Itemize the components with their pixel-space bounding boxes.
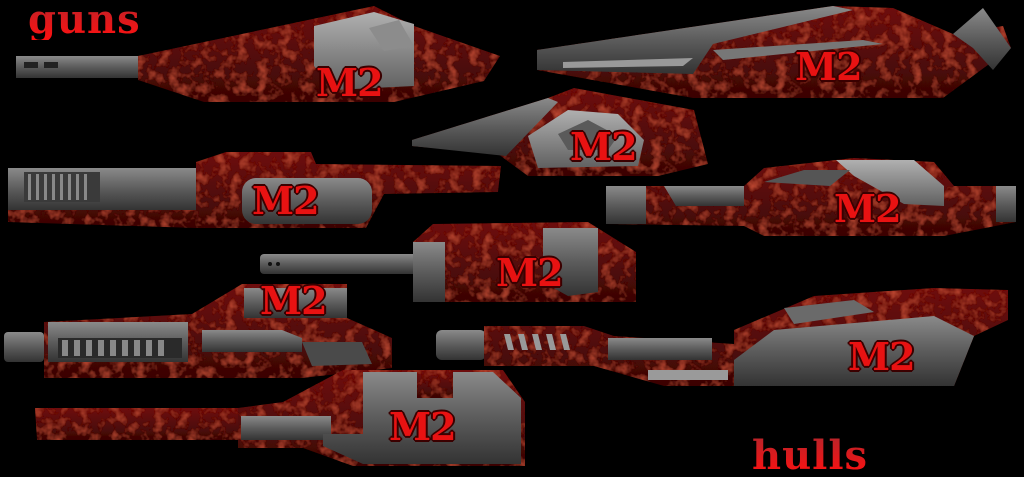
gun-label-1: M2 bbox=[316, 60, 384, 105]
gun-label-3: M2 bbox=[496, 250, 564, 295]
gun-label-2: M2 bbox=[252, 178, 320, 223]
hull-label-3: M2 bbox=[834, 186, 902, 231]
gun-texture-5: M2 bbox=[33, 368, 525, 466]
gun-texture-2: M2 bbox=[6, 152, 501, 232]
gun-texture-1: M2 bbox=[14, 6, 500, 106]
hull-texture-4: M2 bbox=[434, 286, 1008, 386]
gun-texture-3: M2 bbox=[258, 212, 638, 304]
gun-label-5: M2 bbox=[389, 404, 457, 449]
hulls-heading: hulls bbox=[752, 432, 869, 477]
hull-label-1: M2 bbox=[795, 44, 863, 89]
hull-texture-3: M2 bbox=[604, 156, 1016, 238]
gun-label-4: M2 bbox=[260, 278, 328, 323]
guns-heading: guns bbox=[28, 0, 141, 43]
hull-texture-1: M2 bbox=[533, 4, 1011, 98]
hull-label-4: M2 bbox=[848, 334, 916, 379]
hull-label-2: M2 bbox=[570, 124, 638, 169]
hull-texture-2: M2 bbox=[408, 84, 708, 176]
gun-texture-4: M2 bbox=[2, 278, 398, 382]
